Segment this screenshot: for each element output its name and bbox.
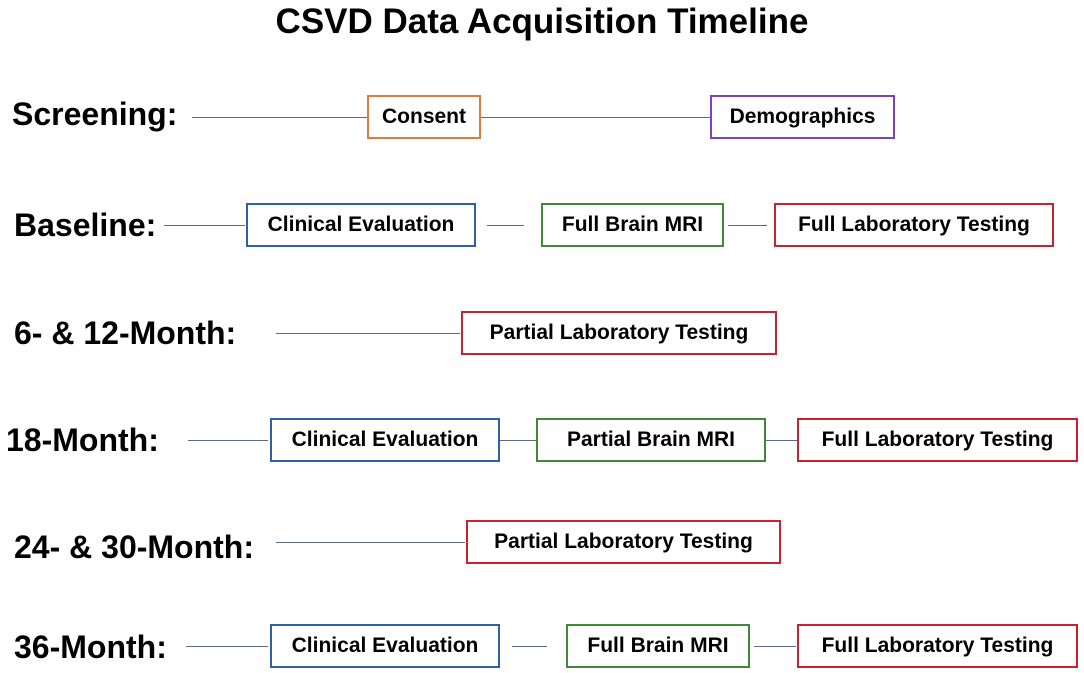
row-label-24-30-month: 24- & 30-Month: <box>14 529 254 565</box>
step-box-full-brain-mri: Full Brain MRI <box>541 203 724 247</box>
step-box-clinical-evaluation: Clinical Evaluation <box>270 624 500 668</box>
row-label-screening: Screening: <box>12 96 178 132</box>
row-label-18-month: 18-Month: <box>6 422 159 458</box>
timeline-connector <box>728 225 767 226</box>
step-box-partial-laboratory-testing: Partial Laboratory Testing <box>466 520 781 564</box>
timeline-connector <box>765 440 797 441</box>
timeline-connector <box>481 117 710 118</box>
timeline-connector <box>188 440 268 441</box>
step-box-partial-brain-mri: Partial Brain MRI <box>536 418 766 462</box>
row-label-36-month: 36-Month: <box>14 629 167 665</box>
step-box-full-laboratory-testing: Full Laboratory Testing <box>797 624 1078 668</box>
step-box-full-laboratory-testing: Full Laboratory Testing <box>797 418 1078 462</box>
timeline-connector <box>276 333 460 334</box>
diagram-title: CSVD Data Acquisition Timeline <box>275 2 809 41</box>
step-box-consent: Consent <box>367 95 481 139</box>
step-box-full-brain-mri: Full Brain MRI <box>566 624 750 668</box>
step-box-full-laboratory-testing: Full Laboratory Testing <box>774 203 1054 247</box>
timeline-connector <box>754 646 796 647</box>
step-box-clinical-evaluation: Clinical Evaluation <box>246 203 476 247</box>
timeline-connector <box>276 542 465 543</box>
step-box-partial-laboratory-testing: Partial Laboratory Testing <box>461 311 777 355</box>
timeline-connector <box>192 117 367 118</box>
timeline-connector <box>487 225 524 226</box>
row-label-6-12-month: 6- & 12-Month: <box>14 315 237 351</box>
step-box-demographics: Demographics <box>710 95 895 139</box>
timeline-connector <box>512 646 547 647</box>
row-label-baseline: Baseline: <box>14 207 157 243</box>
timeline-connector <box>186 646 268 647</box>
timeline-connector <box>500 440 536 441</box>
step-box-clinical-evaluation: Clinical Evaluation <box>270 418 500 462</box>
timeline-connector <box>164 225 245 226</box>
